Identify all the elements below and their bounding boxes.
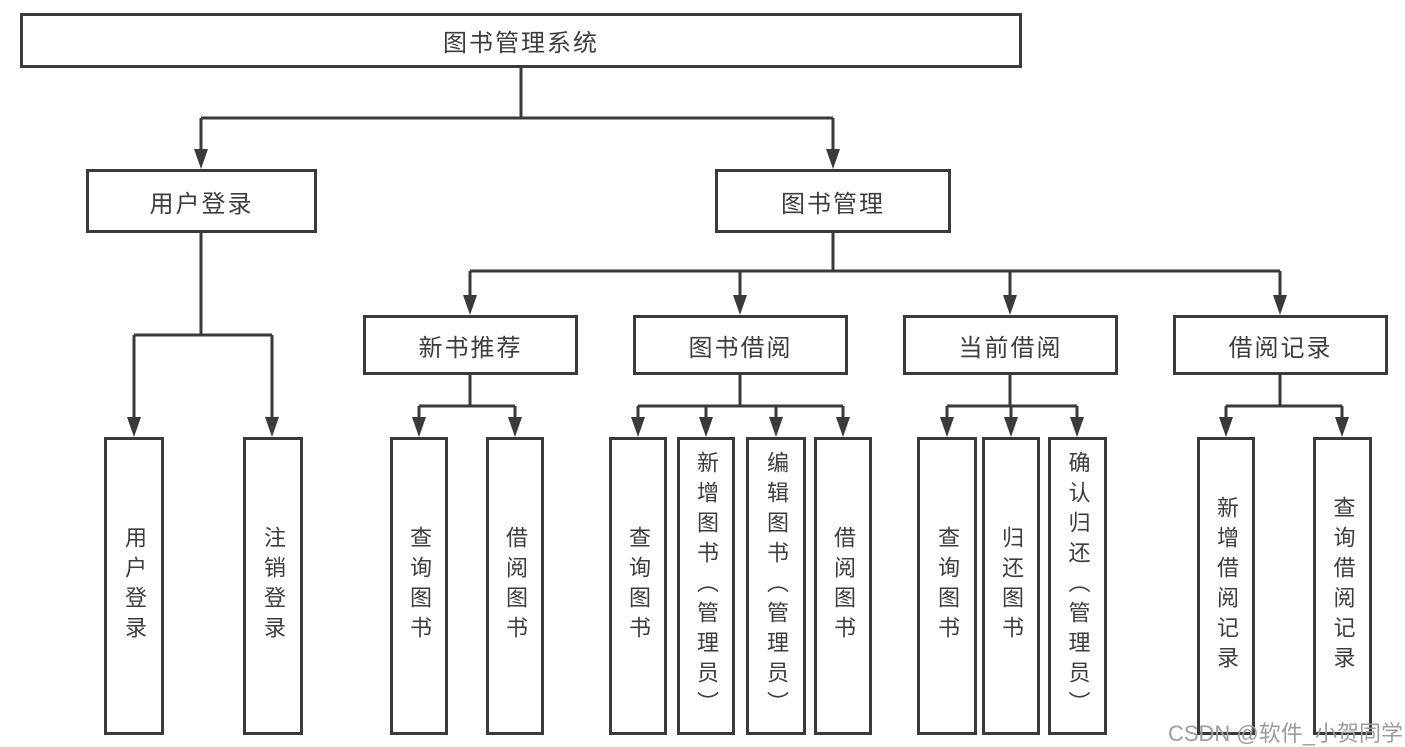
node-root: 图书管理系统 [20,13,1022,68]
leaf-edit-book-admin-label: 编辑图书（管理员） [764,451,789,721]
leaf-edit-book-admin: 编辑图书（管理员） [746,437,806,735]
node-new-book-recommend-label: 新书推荐 [418,334,523,362]
node-new-book-recommend: 新书推荐 [363,315,578,375]
leaf-logout-label: 注销登录 [261,526,286,646]
leaf-user-login: 用户登录 [104,437,164,735]
leaf-borrow-books-recommend: 借阅图书 [486,437,544,735]
node-user-login-label: 用户登录 [149,190,254,218]
leaf-query-books-recommend-label: 查询图书 [407,526,432,646]
node-borrow-records: 借阅记录 [1173,315,1388,375]
leaf-query-books-current-label: 查询图书 [935,526,960,646]
leaf-borrow-books-label: 借阅图书 [831,526,856,646]
leaf-logout: 注销登录 [243,437,303,735]
leaf-add-book-admin: 新增图书（管理员） [677,437,735,735]
leaf-query-borrow-record-label: 查询借阅记录 [1330,496,1356,676]
node-user-login: 用户登录 [86,169,317,233]
node-current-borrow-label: 当前借阅 [958,334,1063,362]
leaf-query-books-borrow-label: 查询图书 [626,526,651,646]
leaf-return-books-label: 归还图书 [999,526,1024,646]
node-book-management: 图书管理 [715,169,951,233]
leaf-query-books-current: 查询图书 [917,437,977,735]
leaf-add-borrow-record-label: 新增借阅记录 [1214,496,1239,676]
leaf-confirm-return-admin: 确认归还（管理员） [1048,437,1107,735]
node-book-management-label: 图书管理 [781,190,885,218]
node-borrow-records-label: 借阅记录 [1228,334,1333,362]
node-root-label: 图书管理系统 [443,30,599,57]
leaf-borrow-books: 借阅图书 [814,437,872,735]
leaf-query-borrow-record: 查询借阅记录 [1313,437,1372,735]
csdn-watermark: CSDN @软件_小贺同学 [1167,721,1403,746]
node-current-borrow: 当前借阅 [903,315,1118,375]
leaf-query-books-borrow: 查询图书 [609,437,667,735]
leaf-return-books: 归还图书 [982,437,1040,735]
leaf-add-book-admin-label: 新增图书（管理员） [694,451,719,721]
leaf-user-login-label: 用户登录 [122,526,147,646]
leaf-query-books-recommend: 查询图书 [390,437,448,735]
leaf-add-borrow-record: 新增借阅记录 [1197,437,1255,735]
node-book-borrow: 图书借阅 [633,315,848,375]
leaf-confirm-return-admin-label: 确认归还（管理员） [1065,451,1091,721]
node-book-borrow-label: 图书借阅 [688,334,793,362]
leaf-borrow-books-recommend-label: 借阅图书 [503,526,528,646]
